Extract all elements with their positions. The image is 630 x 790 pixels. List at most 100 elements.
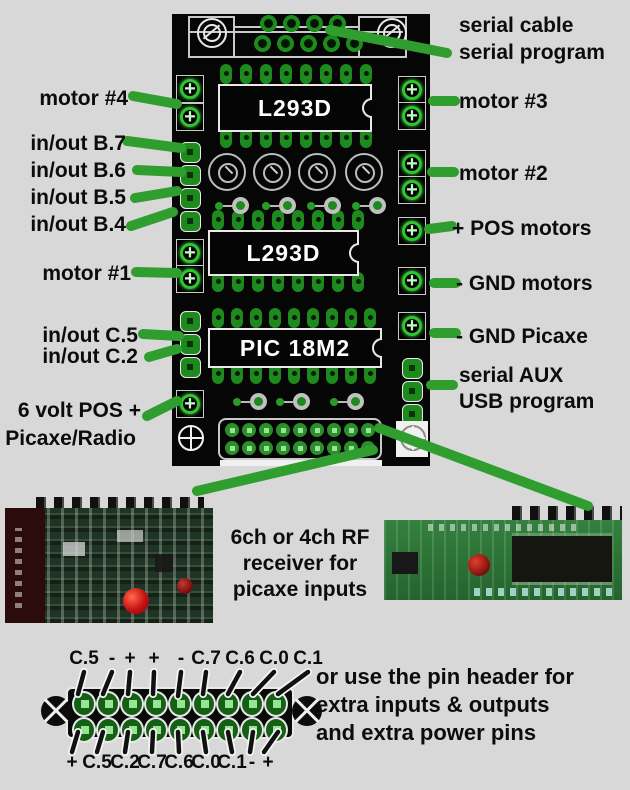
chip-l293d-2: L293D (208, 230, 359, 276)
ic-pad (220, 128, 232, 148)
header-pin (293, 441, 307, 455)
rf-receiver-caption: 6ch or 4ch RF receiver for picaxe inputs (220, 525, 380, 603)
serial-pad (300, 35, 317, 52)
pins-inout-b (180, 142, 201, 232)
label-picaxe-radio: Picaxe/Radio (5, 427, 136, 450)
header-pin (259, 441, 273, 455)
serial-pad (346, 35, 363, 52)
resistor (215, 197, 249, 214)
pad-row (212, 308, 376, 328)
ic-pad (307, 364, 319, 384)
ic-pad (332, 272, 344, 292)
ic-pad (345, 364, 357, 384)
board-markings (428, 524, 578, 531)
label-c2: in/out C.2 (42, 345, 138, 368)
transistor (345, 153, 383, 191)
ic-pad (360, 128, 372, 148)
led-small-red (177, 578, 193, 594)
serial-screw-right (377, 18, 407, 48)
pin-label-bottom: C.7 (137, 752, 167, 773)
pin-label-top: C.5 (69, 648, 99, 669)
header-pin (225, 441, 239, 455)
pad-row (212, 272, 364, 292)
caption-line: and extra power pins (316, 720, 537, 745)
label-6v-pos: 6 volt POS + (17, 399, 141, 422)
transistor (253, 153, 291, 191)
header-pin (120, 717, 144, 743)
ic-pad (292, 272, 304, 292)
ic-pad (232, 272, 244, 292)
screw-terminal-motor1-b (176, 265, 204, 293)
label-serial-cable: serial cable (459, 14, 574, 37)
header-pin (264, 691, 288, 717)
receiver-left-pins (36, 497, 204, 510)
pin-b (180, 188, 201, 209)
ic-pad (231, 364, 243, 384)
screw-terminal-motor1-a (176, 239, 204, 267)
board-pin-header (218, 418, 382, 460)
chip-label: PIC 18M2 (239, 334, 351, 361)
ic-pad (340, 64, 352, 84)
serial-pad (260, 15, 277, 32)
pin-label-top: - (177, 648, 185, 669)
pin-label-top: C.1 (293, 648, 323, 669)
screw-terminal-motor3-a (398, 76, 426, 104)
arrow-b5 (130, 186, 182, 203)
component (155, 554, 173, 572)
ic-pad (360, 64, 372, 84)
header-pin (293, 423, 307, 437)
ic-pad (307, 308, 319, 328)
header-pin (276, 423, 290, 437)
ic-pad (292, 210, 304, 230)
ic-pad (312, 272, 324, 292)
header-pin (240, 691, 264, 717)
header-pin (327, 441, 341, 455)
ic-pad (231, 308, 243, 328)
label-serial-program: serial program (459, 41, 605, 64)
mounting-hole-left (178, 425, 204, 451)
pin-label-bottom: C.1 (217, 752, 247, 773)
chip-pic-18m2: PIC 18M2 (208, 328, 382, 368)
arrow-motor1 (131, 267, 182, 278)
ic-pad (288, 364, 300, 384)
pin-header-caption: or use the pin header for extra inputs &… (316, 663, 574, 747)
pin-label-top: C.0 (259, 648, 289, 669)
label-usb-program: USB program (459, 390, 595, 413)
ic-pad (252, 210, 264, 230)
ic-pad (212, 272, 224, 292)
caption-line: receiver for (242, 552, 358, 575)
ic-pad (352, 210, 364, 230)
ic-pad (272, 210, 284, 230)
header-pin (72, 717, 96, 743)
resistor (233, 393, 267, 410)
resistor (330, 393, 364, 410)
ic-pad (312, 210, 324, 230)
header-pin (344, 441, 358, 455)
ic-pad (240, 64, 252, 84)
ic-pad (260, 128, 272, 148)
ic-pad (212, 308, 224, 328)
ic-pad (252, 272, 264, 292)
header-pin (264, 717, 288, 743)
ic-pad (352, 272, 364, 292)
white-strip (220, 460, 382, 466)
serial-pad (323, 35, 340, 52)
pins-inout-c (180, 311, 201, 378)
arrow-motor4 (128, 91, 182, 109)
chip-label: L293D (257, 94, 333, 121)
mounting-dot-left (41, 696, 71, 726)
label-motor1: motor #1 (42, 262, 131, 285)
serial-pad (329, 15, 346, 32)
ic-chip (512, 536, 612, 582)
screw-terminal-motor4-a (176, 75, 204, 103)
ic-pad (280, 128, 292, 148)
resistor (262, 197, 296, 214)
pcb-board: L293D L293D PIC 18M2 (172, 14, 430, 466)
pin-label-bottom: C.6 (164, 752, 194, 773)
pin-b (180, 211, 201, 232)
pin-label-top: C.7 (191, 648, 221, 669)
resistor (307, 197, 341, 214)
pad-row (212, 210, 364, 230)
pad-row (220, 128, 372, 148)
